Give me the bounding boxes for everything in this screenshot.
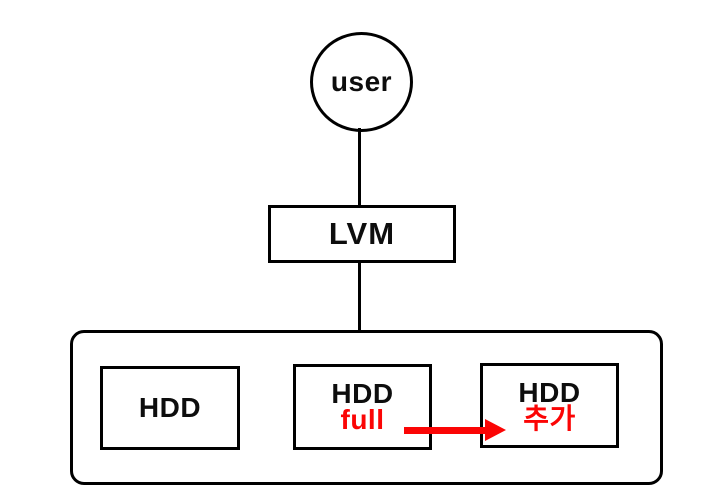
hdd-2-status-full: full	[340, 404, 385, 435]
hdd-1-label: HDD	[138, 392, 202, 423]
connector-lvm-storage	[358, 261, 361, 332]
arrow-full-to-added-head-icon	[485, 419, 506, 441]
user-node-label: user	[330, 66, 393, 97]
hdd-box-3: HDD 추가	[480, 363, 619, 448]
lvm-node: LVM	[268, 205, 456, 263]
arrow-full-to-added-line	[404, 427, 487, 434]
hdd-3-status-added: 추가	[523, 402, 576, 434]
hdd-box-1: HDD	[100, 366, 240, 450]
connector-user-lvm	[358, 128, 361, 207]
hdd-3-label: HDD	[518, 376, 581, 408]
hdd-box-2: HDD full	[293, 364, 432, 450]
user-node: user	[310, 32, 413, 132]
lvm-node-label: LVM	[328, 216, 396, 251]
hdd-2-label: HDD	[331, 378, 394, 409]
